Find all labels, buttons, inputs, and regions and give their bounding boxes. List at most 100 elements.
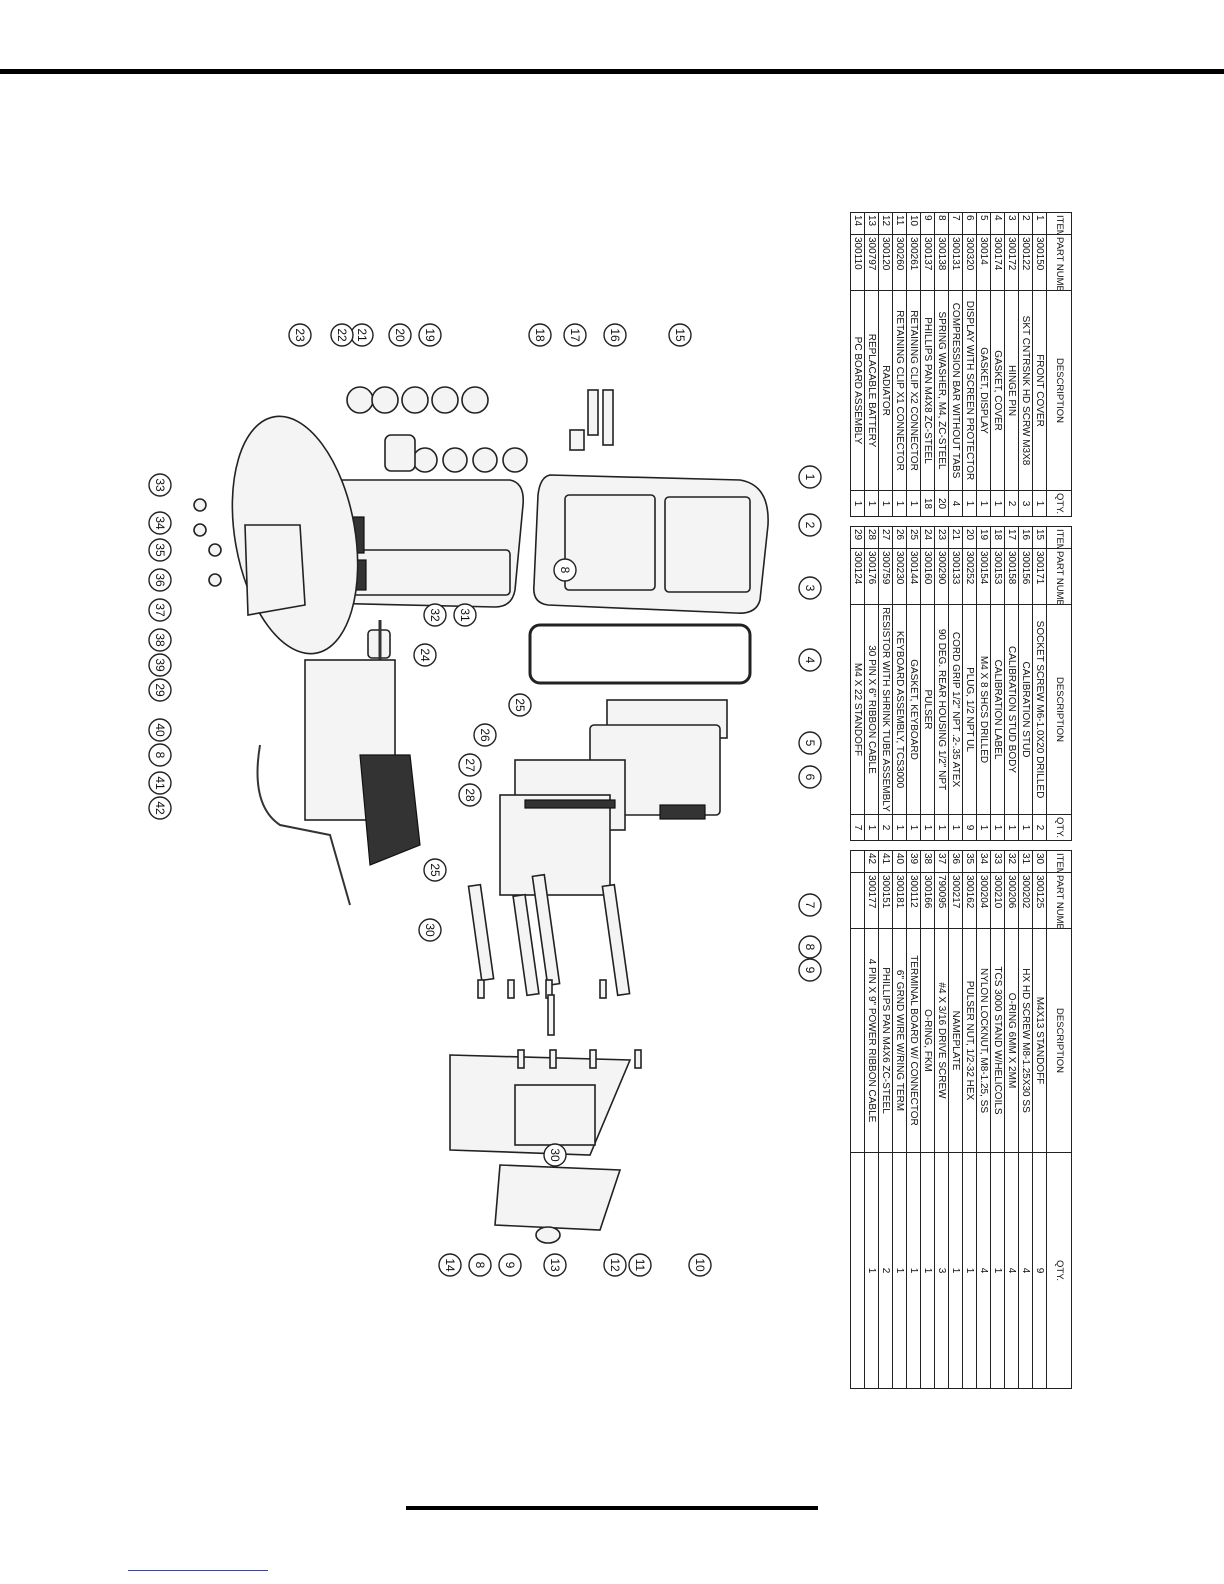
part-number-cell: 300260: [892, 234, 907, 291]
battery-part: [535, 1226, 561, 1244]
description-cell: GASKET, DISPLAY: [976, 290, 991, 491]
column-gap: [1046, 840, 1072, 851]
callout-balloon: 37: [148, 598, 172, 622]
callout-balloon: 21: [350, 323, 374, 347]
callout-balloon: 4: [798, 648, 822, 672]
callout-number: 33: [153, 478, 167, 492]
part-number-cell: 300171: [1032, 548, 1047, 605]
callout-balloon: 24: [413, 643, 437, 667]
callout-number: 27: [463, 758, 477, 772]
description-cell: CALIBRATION STUD: [1018, 604, 1033, 815]
column-gap: [906, 840, 921, 851]
column-gap: [962, 516, 977, 527]
column-gap: [892, 840, 907, 851]
callout-balloon: 22: [330, 323, 354, 347]
callout-number: 26: [478, 728, 492, 742]
part-number-cell: 300172: [1004, 234, 1019, 291]
part-number-cell: 790095: [934, 872, 949, 929]
description-cell: [850, 928, 865, 1153]
part-number-cell: 300759: [878, 548, 893, 605]
callout-number: 34: [153, 516, 167, 530]
qty-cell: 1: [962, 490, 977, 517]
callout-balloon: 12: [603, 1253, 627, 1277]
callout-balloon: 25: [508, 693, 532, 717]
callout-balloon: 20: [388, 323, 412, 347]
callout-balloon: 41: [148, 771, 172, 795]
callout-number: 22: [335, 328, 349, 342]
description-cell: TERMINAL BOARD W/ CONNECTOR: [906, 928, 921, 1153]
callout-number: 32: [428, 608, 442, 622]
item-no-cell: 24: [920, 526, 935, 549]
description-cell: RADIATOR: [878, 290, 893, 491]
footer-link-underline: [128, 1570, 268, 1571]
item-no-cell: 4: [990, 212, 1005, 235]
callout-number: 42: [153, 801, 167, 815]
qty-cell: 2: [878, 1152, 893, 1389]
part-number-cell: 300120: [878, 234, 893, 291]
column-gap: [1032, 840, 1047, 851]
item-no-cell: 20: [962, 526, 977, 549]
callout-balloon: 34: [148, 511, 172, 535]
callout-balloon: 15: [668, 323, 692, 347]
part-number-cell: 30014: [976, 234, 991, 291]
callout-balloon: 23: [288, 323, 312, 347]
column-gap: [976, 516, 991, 527]
qty-cell: 1: [990, 1152, 1005, 1389]
part-number-cell: 300252: [962, 548, 977, 605]
item-no-cell: 34: [976, 850, 991, 873]
qty-cell: 20: [934, 490, 949, 517]
qty-cell: 1: [990, 814, 1005, 841]
callout-number: 31: [458, 608, 472, 622]
callout-number: 11: [633, 1259, 647, 1272]
qty-cell: 4: [948, 490, 963, 517]
callout-balloon: 16: [603, 323, 627, 347]
qty-cell: 1: [850, 490, 865, 517]
callout-number: 9: [803, 967, 817, 974]
qty-cell: 1: [906, 1152, 921, 1389]
plug-parts: [346, 386, 528, 473]
column-gap: [892, 516, 907, 527]
part-number-cell: [850, 872, 865, 929]
item-no-cell: 3: [1004, 212, 1019, 235]
qty-cell: 4: [1004, 1152, 1019, 1389]
callout-balloon: 7: [798, 893, 822, 917]
item-no-cell: 35: [962, 850, 977, 873]
column-gap: [920, 840, 935, 851]
callout-number: 39: [153, 658, 167, 672]
description-cell: PC BOARD ASSEMBLY: [850, 290, 865, 491]
column-gap: [1004, 516, 1019, 527]
callout-balloon: 10: [688, 1253, 712, 1277]
qty-cell: 1: [948, 814, 963, 841]
item-no-cell: 10: [906, 212, 921, 235]
description-cell: NAMEPLATE: [948, 928, 963, 1153]
callout-number: 19: [423, 328, 437, 342]
ribbon-cable-part: [359, 754, 421, 866]
part-number-cell: 300154: [976, 548, 991, 605]
item-no-cell: 2: [1018, 212, 1033, 235]
exploded-diagram: 1516171819202122231238333435363738392940…: [148, 323, 822, 1277]
callout-balloon: 8: [148, 743, 172, 767]
description-cell: PLUG, 1/2 NPT UL: [962, 604, 977, 815]
qty-cell: 4: [976, 1152, 991, 1389]
callout-number: 41: [153, 776, 167, 790]
column-gap: [962, 840, 977, 851]
item-no-cell: 11: [892, 212, 907, 235]
callout-number: 14: [443, 1258, 457, 1272]
qty-cell: 1: [920, 1152, 935, 1389]
callout-balloon: 18: [528, 323, 552, 347]
callout-number: 16: [608, 328, 622, 342]
description-cell: #4 X 3/16 DRIVE SCREW: [934, 928, 949, 1153]
qty-cell: 2: [1032, 814, 1047, 841]
standoff-parts: [477, 979, 642, 1069]
callout-balloon: 13: [543, 1253, 567, 1277]
qty-cell: 1: [976, 490, 991, 517]
description-cell: TCS 3000 STAND W/HELICOILS: [990, 928, 1005, 1153]
part-number-cell: 300204: [976, 872, 991, 929]
callout-balloon: 6: [798, 765, 822, 789]
